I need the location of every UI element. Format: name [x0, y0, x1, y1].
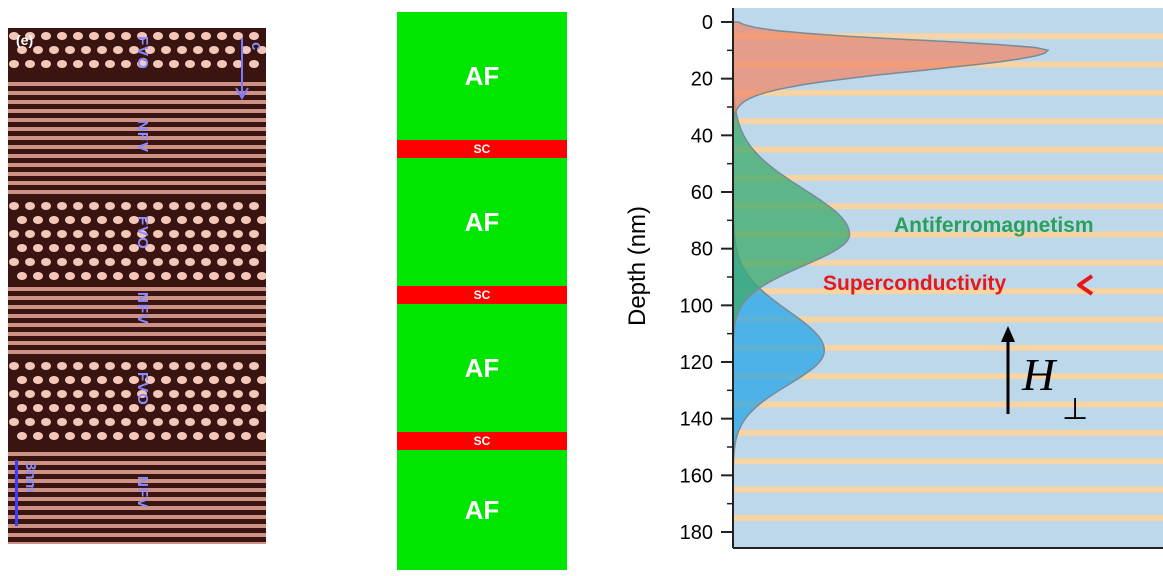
layer-label-nfv-1: NFV — [134, 120, 151, 153]
y-tick-label: 40 — [691, 125, 713, 147]
af-layer-2: AF — [397, 158, 567, 286]
layer-stripe — [733, 373, 1163, 380]
layer-stripe — [733, 33, 1163, 40]
y-tick-label: 120 — [680, 352, 713, 374]
y-tick-label: 60 — [691, 182, 713, 204]
y-tick-label: 180 — [680, 522, 713, 544]
c-axis-arrow-icon — [235, 38, 249, 100]
depth-profile-plot: 0 20 40 60 80 100 120 140 160 180 Depth (nm) Anti… — [600, 0, 1163, 571]
sc-layer-2: SC — [397, 286, 567, 304]
layer-stripe — [733, 486, 1163, 493]
layer-label-fvo-3: FVO — [134, 372, 151, 406]
layer-schematic: AF SC AF SC AF SC AF — [397, 12, 567, 570]
field-symbol: H — [1022, 349, 1056, 400]
red-chevron-icon — [1077, 274, 1094, 296]
scale-bar-label: 3nm — [22, 462, 39, 493]
layer-stripe — [733, 118, 1163, 125]
layer-stripe — [733, 89, 1163, 96]
y-axis-label: Depth (nm) — [624, 205, 651, 326]
layer-label-nfv-3: NFV — [134, 476, 151, 509]
tem-lattice-image — [8, 28, 266, 544]
y-tick-label: 20 — [691, 69, 713, 91]
layer-stripe — [733, 231, 1163, 238]
field-arrow-icon — [1001, 326, 1015, 414]
tem-image-panel: (e) FVO NFV FVO NFV FVO NFV c 3nm — [8, 28, 266, 544]
panel-label: (e) — [16, 32, 34, 48]
layer-stripe — [733, 146, 1163, 153]
sc-layer-1: SC — [397, 140, 567, 158]
y-tick-label: 100 — [680, 295, 713, 317]
layer-stripe — [733, 203, 1163, 210]
field-subscript: ⊥ — [1062, 393, 1089, 426]
layer-stripe — [733, 514, 1163, 521]
layer-label-nfv-2: NFV — [134, 292, 151, 325]
af-layer-3: AF — [397, 304, 567, 432]
sc-layer-3: SC — [397, 432, 567, 450]
y-tick-label: 0 — [702, 12, 713, 34]
layer-stripe — [733, 174, 1163, 181]
layer-stripe — [733, 401, 1163, 408]
layer-stripe — [733, 344, 1163, 351]
layer-stripe — [733, 458, 1163, 465]
y-tick-label: 140 — [680, 409, 713, 431]
layer-stripe — [733, 259, 1163, 266]
layer-label-fvo-2: FVO — [134, 216, 151, 250]
scale-bar — [15, 460, 18, 526]
layer-stripe — [733, 429, 1163, 436]
y-tick-label: 160 — [680, 465, 713, 487]
superconductivity-label: Superconductivity — [823, 272, 1007, 295]
af-layer-1: AF — [397, 12, 567, 140]
layer-label-fvo-1: FVO — [134, 36, 151, 70]
y-tick-label: 80 — [691, 239, 713, 261]
layer-stripe — [733, 316, 1163, 323]
af-layer-4: AF — [397, 450, 567, 570]
antiferromagnetism-label: Antiferromagnetism — [894, 214, 1094, 237]
layer-stripe — [733, 288, 1163, 295]
c-axis-label: c — [248, 42, 265, 51]
